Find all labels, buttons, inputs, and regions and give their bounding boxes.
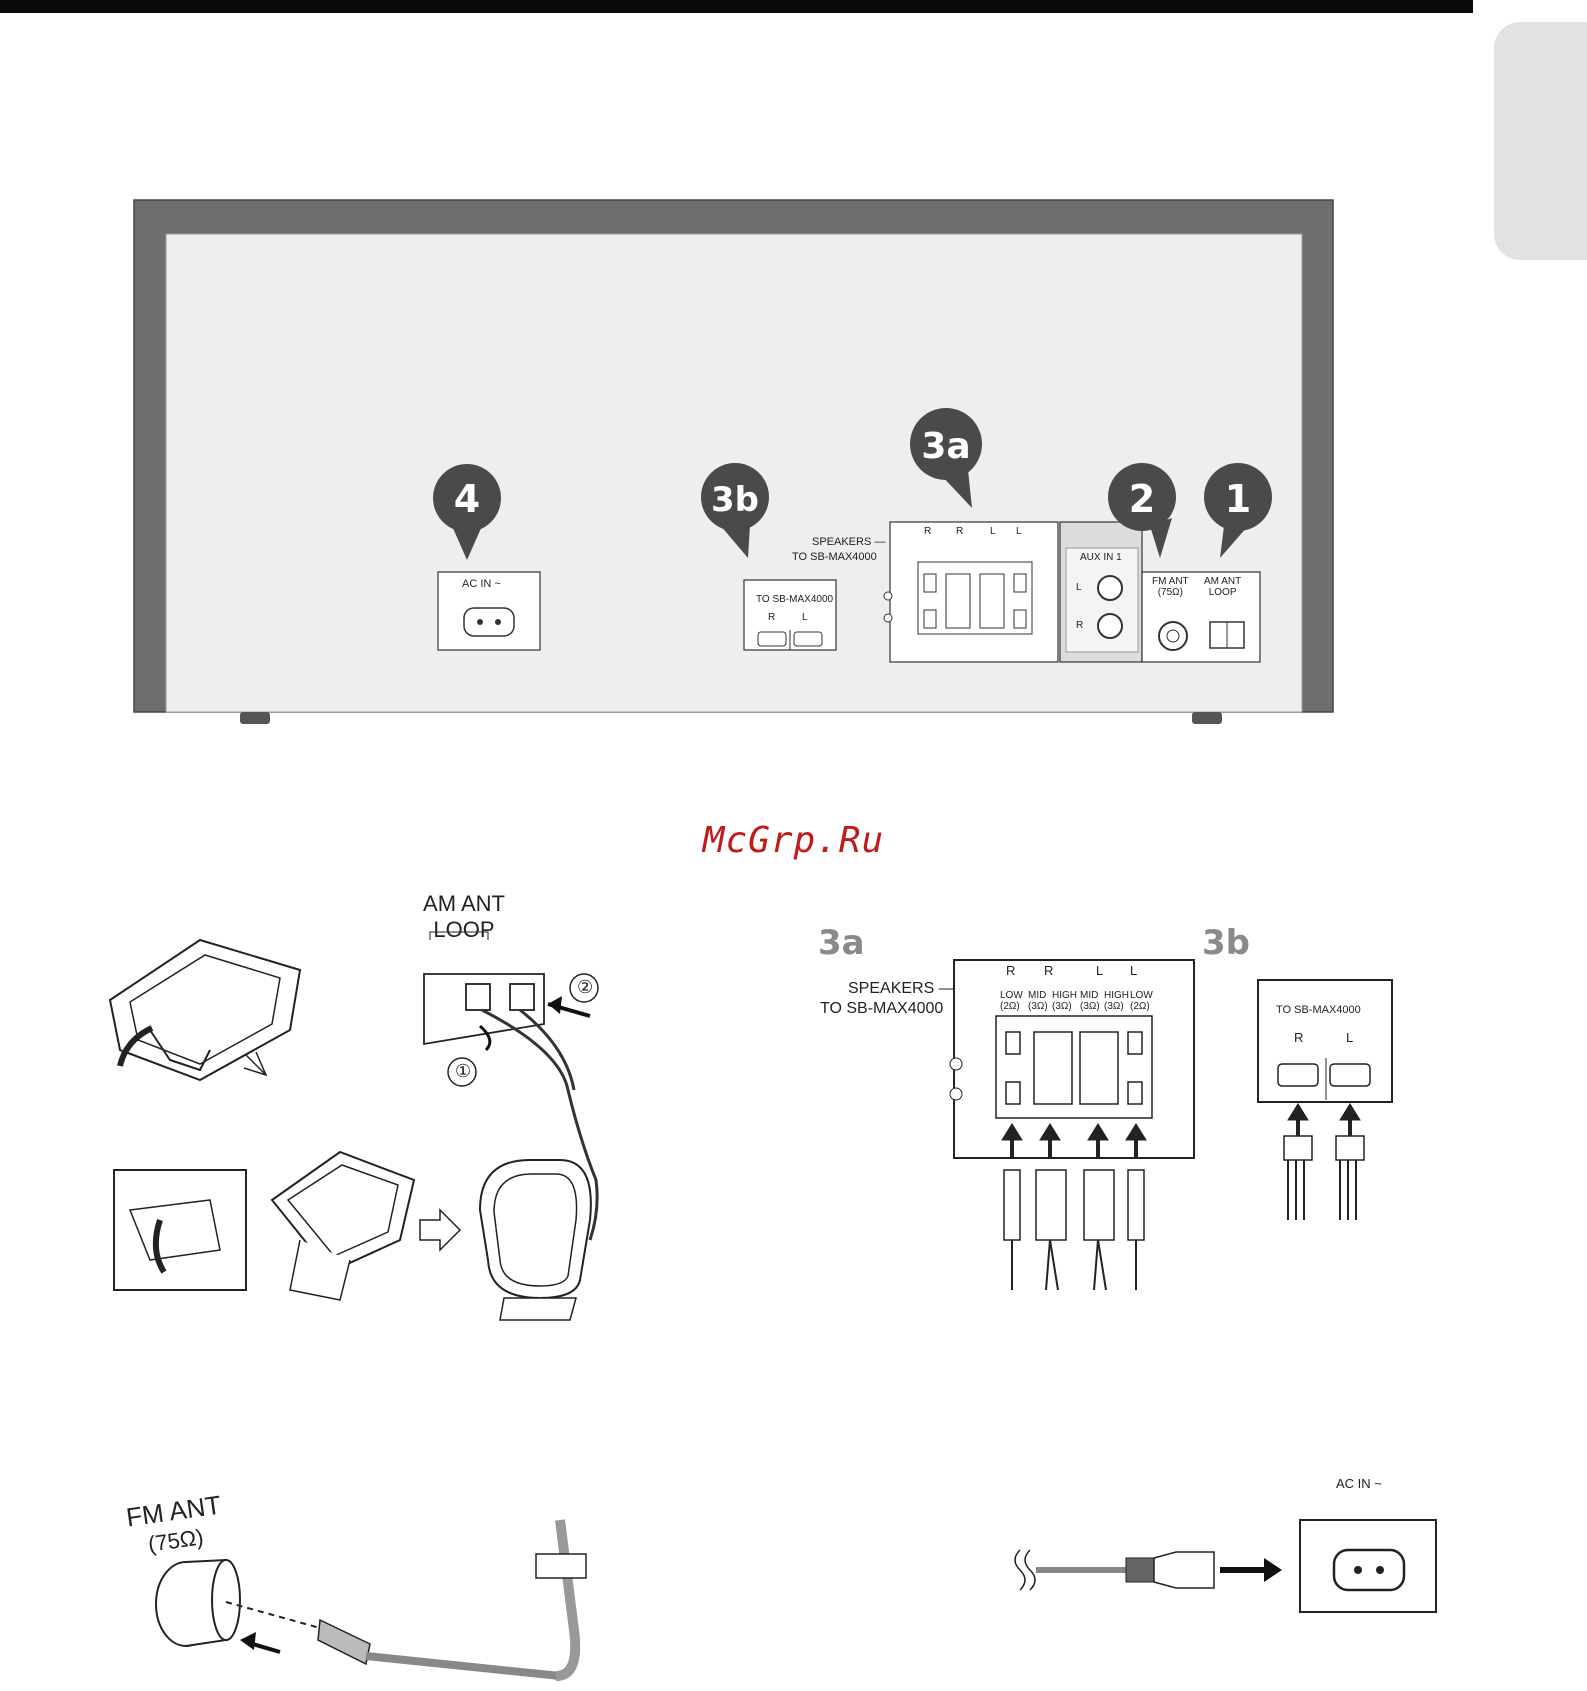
imp-high-2: HIGH (3Ω) [1104,990,1132,1012]
aux-label: AUX IN 1 [1080,552,1122,563]
speaker-connection-diagram [0,940,1587,1300]
to-l: L [1346,1030,1353,1045]
ac-in-label: AC IN ~ [462,578,501,590]
svg-text:1: 1 [1225,477,1251,521]
to-l-label: L [802,612,808,623]
am-title-1: AM ANT [414,892,514,916]
ch-r2: R [956,526,963,537]
ch-label-r2: R [1044,963,1053,978]
speakers-line-2: TO SB-MAX4000 [820,1000,943,1018]
svg-text:3a: 3a [921,426,970,467]
ac-power-diagram [980,1490,1450,1630]
heading-3b: 3b [1202,923,1250,963]
imp-mid-1: MID (3Ω) [1028,990,1052,1012]
imp-high-1: HIGH (3Ω) [1052,990,1080,1012]
fm-ant-label: FM ANT (75Ω) [1152,576,1189,598]
svg-text:2: 2 [1129,477,1155,521]
fm-antenna-diagram [0,1480,700,1691]
watermark: McGrp.Ru [0,820,1587,861]
speakers-label-2: TO SB-MAX4000 [792,551,877,563]
aux-r: R [1076,620,1083,631]
to-sb-label: TO SB-MAX4000 [1276,1004,1361,1016]
am-ant-label: AM ANT LOOP [1204,576,1241,598]
to-r-label: R [768,612,775,623]
to-sb-max-label: TO SB-MAX4000 [756,594,833,605]
ch-label-r1: R [1006,963,1015,978]
aux-l: L [1076,582,1082,593]
speakers-label-1: SPEAKERS — [812,536,885,548]
ch-l2: L [1016,526,1022,537]
ch-label-l2: L [1130,963,1137,978]
to-r: R [1294,1030,1303,1045]
speakers-line-1: SPEAKERS — [848,980,955,998]
svg-text:3b: 3b [711,480,759,520]
ac-in-label-2: AC IN ~ [1336,1476,1382,1491]
svg-text:4: 4 [454,477,480,521]
rear-panel-diagram: 4 3b 3a 2 1 [0,0,1587,760]
am-title-2: LOOP [414,918,514,942]
ch-r1: R [924,526,931,537]
ch-label-l1: L [1096,963,1103,978]
ch-l1: L [990,526,996,537]
imp-mid-2: MID (3Ω) [1080,990,1104,1012]
imp-low-2: LOW (2Ω) [1130,990,1156,1012]
imp-low-1: LOW (2Ω) [1000,990,1026,1012]
heading-3a: 3a [818,923,865,963]
